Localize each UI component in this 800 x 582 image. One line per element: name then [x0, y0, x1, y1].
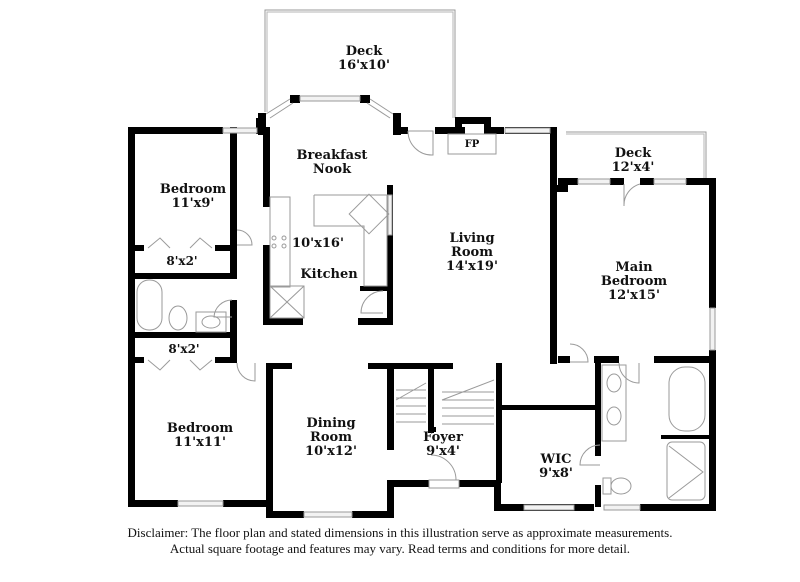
label-kitchen-dims: 10'x16' [292, 237, 344, 251]
room-dims: 10'x12' [305, 444, 357, 459]
label-living-room: Living Room 14'x19' [446, 232, 498, 274]
room-dims: 11'x9' [171, 196, 215, 211]
fireplace-label: FP [464, 139, 480, 150]
label-bedroom-2: Bedroom 11'x11' [167, 422, 233, 450]
room-name-line2: Room [310, 430, 352, 445]
disclaimer-line-2: Actual square footage and features may v… [169, 541, 631, 556]
room-dims: 9'x8' [539, 466, 573, 481]
room-name: Deck [345, 44, 383, 59]
room-name-line2: Nook [312, 162, 352, 177]
label-closet-1: 8'x2' [166, 254, 197, 268]
room-name: Bedroom [159, 182, 227, 197]
room-name: Deck [614, 146, 652, 161]
fixtures [136, 133, 706, 501]
room-dims: 10'x16' [292, 236, 344, 251]
rear-deck-outline [264, 9, 456, 118]
label-side-deck: Deck 12'x4' [612, 147, 655, 175]
doors [147, 130, 641, 489]
room-name: Kitchen [300, 267, 358, 282]
room-dims: 16'x10' [338, 58, 390, 73]
label-main-bedroom: Main Bedroom 12'x15' [601, 261, 667, 303]
room-name-line2: Room [451, 245, 493, 260]
room-dims: 8'x2' [168, 342, 200, 356]
label-breakfast-nook: Breakfast Nook [297, 149, 368, 177]
room-dims: 14'x19' [446, 259, 498, 274]
room-name-line1: Breakfast [296, 148, 368, 163]
room-name-line1: Main [615, 260, 653, 275]
label-wic: WIC 9'x8' [539, 453, 573, 481]
walls [128, 95, 716, 518]
windows [177, 95, 716, 518]
label-closet-2: 8'x2' [168, 342, 199, 356]
room-name: Bedroom [166, 421, 234, 436]
room-dims: 12'x15' [608, 288, 660, 303]
disclaimer: Disclaimer: The floor plan and stated di… [0, 525, 800, 557]
room-dims: 8'x2' [166, 254, 198, 268]
label-bedroom-1: Bedroom 11'x9' [160, 183, 226, 211]
label-foyer: Foyer 9'x4' [423, 431, 463, 459]
room-name-line2: Bedroom [600, 274, 668, 289]
disclaimer-line-1: Disclaimer: The floor plan and stated di… [127, 525, 673, 540]
room-name-line1: Dining [306, 416, 356, 431]
label-dining-room: Dining Room 10'x12' [305, 417, 357, 459]
room-dims: 12'x4' [611, 160, 655, 175]
label-rear-deck: Deck 16'x10' [338, 45, 390, 73]
side-deck-outline [566, 131, 707, 180]
room-name-line1: Living [449, 231, 495, 246]
label-kitchen: Kitchen [300, 268, 357, 282]
room-dims: 9'x4' [426, 444, 460, 459]
room-dims: 11'x11' [174, 435, 226, 450]
room-name: WIC [540, 452, 572, 467]
room-name: Foyer [423, 430, 463, 445]
